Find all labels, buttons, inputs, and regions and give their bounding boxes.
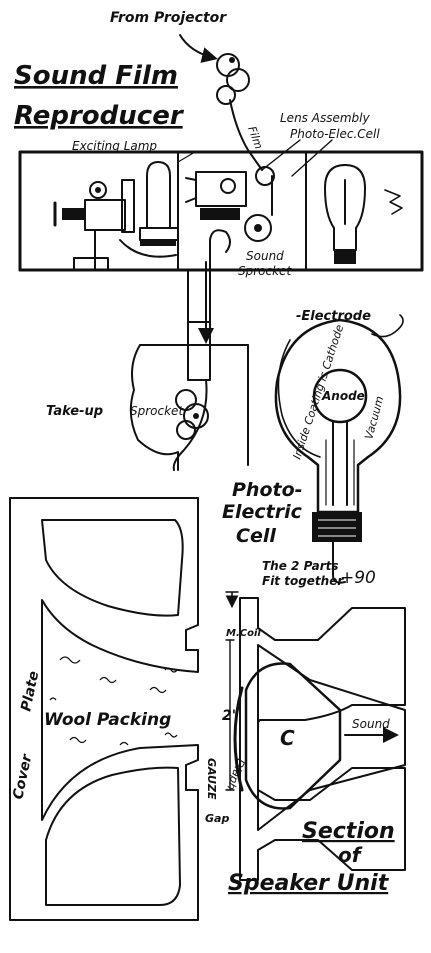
winding-core — [45, 766, 181, 906]
label-gap: Gap — [205, 812, 229, 825]
label-sound: Sound — [246, 249, 284, 263]
lamp-mount — [53, 179, 177, 271]
label-c: C — [280, 726, 295, 750]
lens-assembly — [185, 171, 247, 220]
label-plate: Plate — [18, 670, 42, 713]
diaphragm — [233, 686, 244, 792]
from-projector-arrow — [179, 34, 218, 63]
lower-mechanism — [129, 344, 179, 471]
label-photo-elec-cell: Photo-Elec.Cell — [290, 127, 380, 141]
film-channel — [187, 269, 211, 381]
label-exciting-lamp: Exciting Lamp — [72, 139, 157, 153]
label-film: Film — [245, 125, 265, 151]
label-from-projector: From Projector — [110, 10, 227, 26]
label-parts-2: Fit together — [262, 574, 344, 588]
title-line2: Reproducer — [14, 101, 185, 131]
label-pec-3: Cell — [236, 525, 276, 547]
speaker-body-right — [239, 597, 406, 881]
sound-sprocket — [244, 214, 272, 242]
label-plus-90: +90 — [340, 568, 376, 588]
label-electrode: -Electrode — [296, 309, 371, 324]
label-parts-1: The 2 Parts — [262, 559, 339, 573]
label-section-3: Speaker Unit — [228, 871, 390, 896]
label-lens-assembly: Lens Assembly — [280, 111, 370, 125]
label-wool-packing: Wool Packing — [44, 710, 171, 730]
takeup-sprockets — [175, 389, 209, 440]
label-field: Field — [84, 567, 140, 591]
label-sprocket-top: Sprocket — [238, 264, 292, 278]
wool-squiggles — [49, 656, 178, 746]
label-m-coil: M.Coil — [226, 628, 261, 639]
housing-photo-cell — [324, 164, 403, 264]
label-gauze: GAUZE — [205, 758, 218, 800]
speaker-body-left — [9, 497, 199, 921]
speaker-section — [9, 497, 406, 921]
exciting-lamp — [139, 161, 179, 246]
label-winding: Winding — [64, 851, 152, 873]
photo-electric-cell — [274, 314, 404, 584]
film-path — [229, 99, 263, 171]
label-sprocket-bottom: Sprocket — [130, 404, 184, 418]
label-sound-arrow: Sound — [352, 717, 390, 731]
label-2-inch: 2" — [222, 708, 239, 724]
label-pec-2: Electric — [222, 501, 303, 523]
cell-base — [312, 512, 362, 542]
film-loop — [209, 229, 231, 271]
c-core — [244, 662, 342, 810]
label-diaph: Diaph. — [223, 757, 247, 795]
label-anode: Anode — [321, 389, 365, 403]
label-cover: Cover — [10, 752, 35, 801]
label-take-up: Take-up — [46, 404, 103, 419]
label-section-1: Section — [302, 819, 395, 844]
label-section-2: of — [338, 843, 363, 867]
projector-sprockets — [216, 53, 250, 105]
field-core — [41, 519, 184, 617]
reproducer-group — [18, 34, 424, 471]
title-line1: Sound Film — [14, 61, 178, 91]
label-pec-1: Photo- — [232, 479, 303, 501]
